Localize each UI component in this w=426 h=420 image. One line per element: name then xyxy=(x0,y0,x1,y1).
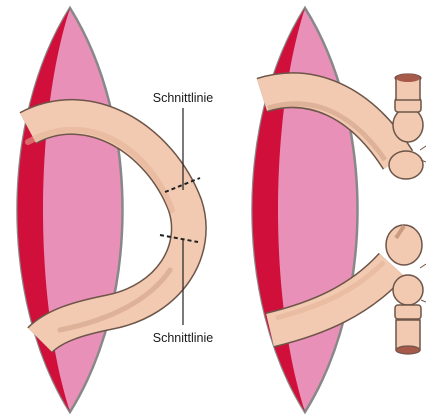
label-cut-line-top: Schnittlinie xyxy=(153,91,213,105)
right-panel xyxy=(253,8,426,412)
left-panel: Schnittlinie Schnittlinie xyxy=(18,8,214,412)
label-cut-line-bottom: Schnittlinie xyxy=(153,331,213,345)
upper-stoma xyxy=(389,74,426,179)
